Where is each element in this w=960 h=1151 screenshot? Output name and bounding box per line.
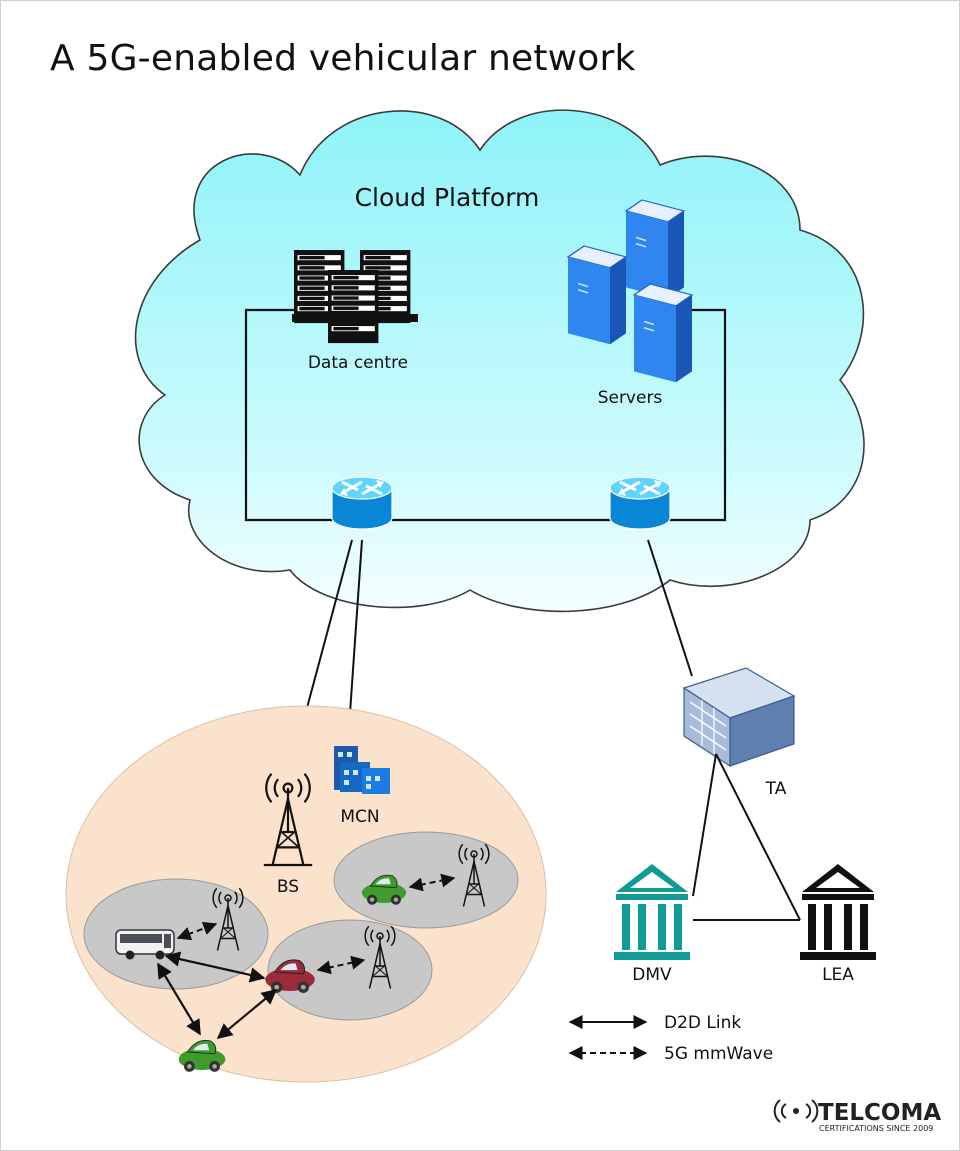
mcn-label: MCN xyxy=(340,807,379,827)
bs-label: BS xyxy=(277,877,299,897)
d2d-link-bus-red xyxy=(164,951,266,983)
cloud-bus-link xyxy=(244,308,727,522)
router-icon-left xyxy=(330,475,394,531)
cell-top-right xyxy=(333,831,519,929)
link-ta-lea xyxy=(715,753,801,921)
link-router-ta xyxy=(647,539,693,677)
lea-building-icon xyxy=(800,864,876,960)
page-title: A 5G-enabled vehicular network xyxy=(50,38,636,79)
bs-tower-icon xyxy=(263,772,313,867)
dmv-label: DMV xyxy=(632,965,672,985)
brand-name: TELCOMA xyxy=(818,1100,941,1126)
servers-label: Servers xyxy=(598,388,663,408)
link-router-mcn xyxy=(347,539,363,743)
bus-icon xyxy=(115,929,175,960)
data-centre-label: Data centre xyxy=(308,353,408,373)
d2d-link-bus-green xyxy=(157,962,201,1036)
d2d-link-red-green xyxy=(216,989,278,1039)
brand-tagline: CERTIFICATIONS SINCE 2009 xyxy=(819,1124,933,1133)
ta-label: TA xyxy=(765,779,787,799)
lea-label: LEA xyxy=(822,965,854,985)
legend-d2d-label: D2D Link xyxy=(664,1013,741,1033)
cloud-platform-label: Cloud Platform xyxy=(355,183,540,212)
legend-mmwave-label: 5G mmWave xyxy=(664,1044,773,1064)
router-icon-right xyxy=(608,475,672,531)
mmwave-link-center xyxy=(316,955,366,975)
data-centre-icon xyxy=(292,250,418,344)
telcoma-logo: TELCOMA CERTIFICATIONS SINCE 2009 xyxy=(773,1099,941,1133)
legend: D2D Link 5G mmWave xyxy=(568,1013,773,1064)
signal-waves-icon xyxy=(773,1099,819,1123)
mmwave-link-left xyxy=(176,921,218,941)
ta-building-icon xyxy=(682,667,796,768)
link-ta-dmv xyxy=(692,753,717,897)
mmwave-link-top xyxy=(408,873,456,892)
dmv-building-icon xyxy=(614,864,690,960)
mcn-building-icon xyxy=(334,746,390,794)
